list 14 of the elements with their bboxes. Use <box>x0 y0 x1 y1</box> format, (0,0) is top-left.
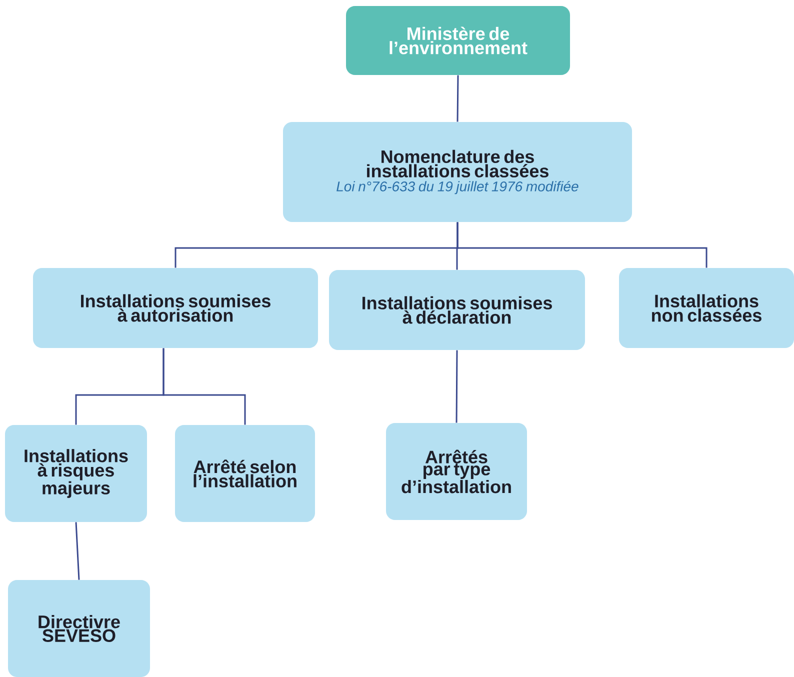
category-box: Directivre SEVESO <box>8 580 150 677</box>
connector-line <box>456 222 708 268</box>
category-box: Arrêté selon l’installation <box>175 425 315 522</box>
category-box: Installations soumises à autorisation <box>33 268 318 348</box>
connector-line <box>75 522 80 580</box>
title-box: Ministère de l’environnement <box>346 6 570 75</box>
connector-line <box>456 75 459 122</box>
connector-line <box>162 348 246 425</box>
category-box: Arrêtés par type d’installation <box>386 423 527 520</box>
category-box: Installations non classées <box>619 268 794 348</box>
connector-line <box>456 350 458 423</box>
category-box: Installations soumises à déclaration <box>329 270 585 350</box>
category-box: Nomenclature des installations classées Loi n°76-633 du 19 juillet 1976 modifiée <box>283 122 632 222</box>
category-box: Installations à risques majeurs <box>5 425 147 522</box>
